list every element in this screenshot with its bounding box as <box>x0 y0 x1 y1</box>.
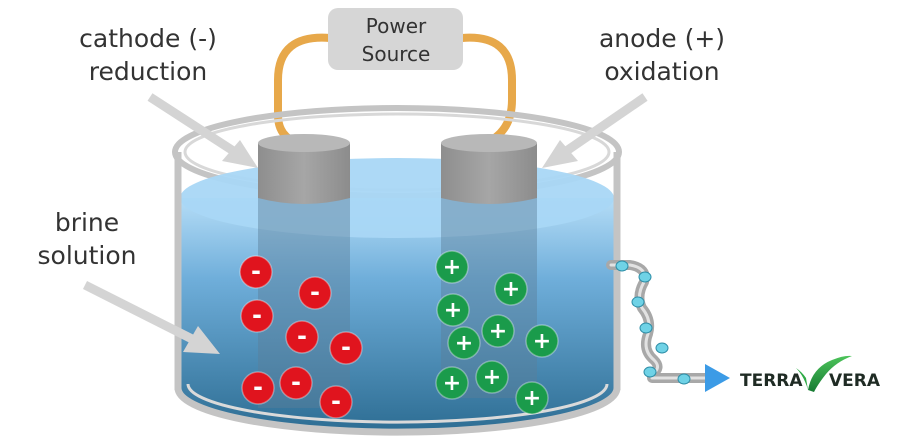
container-bottom <box>174 387 621 436</box>
water-droplet <box>677 373 691 385</box>
container-bottom-inner <box>186 383 609 424</box>
positive-ion <box>494 272 528 306</box>
negative-ion-symbol: - <box>253 373 263 401</box>
positive-ions: + + + + + + + + + <box>435 250 559 415</box>
positive-ion <box>481 314 515 348</box>
cathode-label: cathode (-) reduction <box>58 22 238 88</box>
brine-line1: brine <box>54 208 120 237</box>
positive-ion <box>447 326 481 360</box>
anode-pointer-arrow <box>542 93 648 168</box>
brine-pointer-arrow <box>82 280 220 354</box>
positive-ion-symbol: + <box>455 331 473 356</box>
negative-ion <box>329 331 363 365</box>
outflow-arrow <box>705 364 730 392</box>
negative-ion <box>298 276 332 310</box>
anode-title: anode (+) <box>598 24 726 53</box>
power-source-line1: Power <box>366 14 427 38</box>
negative-ion <box>239 255 273 289</box>
wire-cathode <box>274 33 334 146</box>
water-droplet <box>638 271 652 283</box>
power-source-box <box>328 8 463 70</box>
positive-ion-symbol: + <box>502 277 520 302</box>
brine-line2: solution <box>37 241 137 270</box>
logo-text-right: VERA <box>829 371 881 391</box>
water-droplet <box>643 366 657 378</box>
negative-ion-symbol: - <box>341 333 351 361</box>
anode-process: oxidation <box>604 57 720 86</box>
wire-anode <box>458 33 516 146</box>
negative-ion-symbol: - <box>310 278 320 306</box>
cathode-process: reduction <box>88 57 208 86</box>
negative-ions: -------- <box>239 255 363 419</box>
outflow-tube <box>606 260 715 383</box>
water-droplet <box>631 296 645 308</box>
logo-leaf-icon <box>808 355 852 392</box>
anode-electrode-top <box>441 134 537 152</box>
negative-ion <box>241 371 275 405</box>
brine-label: brine solution <box>12 206 162 272</box>
positive-ion-symbol: + <box>489 319 507 344</box>
positive-ion <box>515 381 549 415</box>
water-droplet <box>655 342 669 354</box>
positive-ion <box>475 360 509 394</box>
positive-ion-symbol: + <box>523 386 541 411</box>
negative-ion-symbol: - <box>297 322 307 350</box>
positive-ion <box>435 366 469 400</box>
negative-ion <box>285 320 319 354</box>
negative-ion-symbol: - <box>252 301 262 329</box>
anode-label: anode (+) oxidation <box>572 22 752 88</box>
power-source-line2: Source <box>362 42 431 66</box>
positive-ion <box>435 250 469 284</box>
negative-ion-symbol: - <box>251 257 261 285</box>
water-droplets <box>615 260 691 385</box>
positive-ion-symbol: + <box>483 365 501 390</box>
negative-ion-symbol: - <box>331 387 341 415</box>
cathode-pointer-arrow <box>147 93 258 168</box>
cathode-electrode-top <box>258 134 350 152</box>
anode-electrode <box>441 143 537 204</box>
terravera-logo: TERRA VERA <box>740 355 881 392</box>
negative-ion <box>240 299 274 333</box>
logo-leaf-small-icon <box>796 368 808 390</box>
water-surface <box>180 158 614 238</box>
positive-ion <box>525 324 559 358</box>
logo-text-left: TERRA <box>740 371 803 391</box>
negative-ion <box>319 385 353 419</box>
positive-ion <box>436 293 470 327</box>
cathode-electrode <box>258 143 350 204</box>
water-droplet <box>615 260 629 272</box>
negative-ion-symbol: - <box>291 368 301 396</box>
cathode-title: cathode (-) <box>79 24 217 53</box>
water-droplet <box>639 322 653 334</box>
positive-ion-symbol: + <box>443 255 461 280</box>
positive-ion-symbol: + <box>444 298 462 323</box>
negative-ion <box>279 366 313 400</box>
positive-ion-symbol: + <box>533 329 551 354</box>
positive-ion-symbol: + <box>443 371 461 396</box>
